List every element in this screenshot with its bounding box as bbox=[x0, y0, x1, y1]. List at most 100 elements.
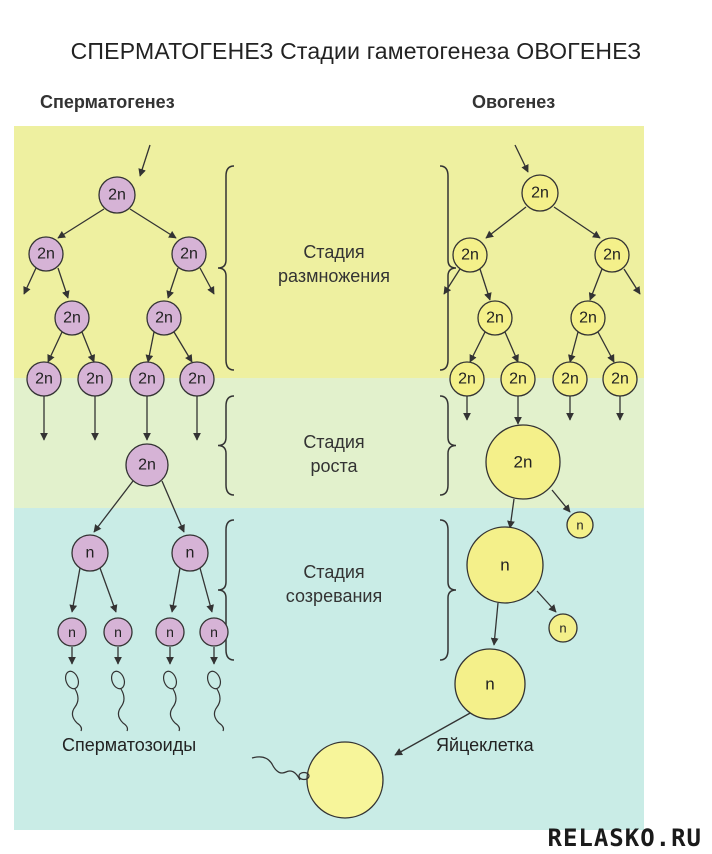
bracket-right-maturation bbox=[439, 519, 457, 661]
sperm-cell-l2b: 2n bbox=[171, 236, 207, 272]
arrow bbox=[443, 268, 461, 295]
sperm-cell-meiosis2d: n bbox=[199, 617, 229, 647]
arrow bbox=[57, 267, 70, 299]
sperm-cell-l4b-circle bbox=[77, 361, 113, 397]
arrow bbox=[469, 331, 486, 363]
oo-cell-l1-label: 2n bbox=[531, 185, 549, 202]
sperm-cell-l4b: 2n bbox=[77, 361, 113, 397]
arrow bbox=[490, 602, 499, 646]
sperm-cell-l3a: 2n bbox=[54, 300, 90, 336]
sperm-cell-l4d: 2n bbox=[179, 361, 215, 397]
oo-cell-egg-circle bbox=[454, 648, 526, 720]
sperm-cell-l3b-circle bbox=[146, 300, 182, 336]
arrow bbox=[553, 206, 601, 239]
oo-cell-l4b: 2n bbox=[500, 361, 536, 397]
oo-cell-l4b-label: 2n bbox=[509, 371, 527, 388]
oo-cell-l3b-label: 2n bbox=[579, 310, 597, 327]
spermatozoon-tail bbox=[117, 688, 129, 732]
arrow bbox=[551, 489, 571, 513]
spermatozoon-4 bbox=[206, 670, 225, 732]
page-title: СПЕРМАТОГЕНЕЗ Стадии гаметогенеза ОВОГЕН… bbox=[70, 38, 642, 64]
sperm-cell-meiosis2c: n bbox=[155, 617, 185, 647]
oo-cell-l3b: 2n bbox=[570, 300, 606, 336]
sperm-cell-l2a: 2n bbox=[28, 236, 64, 272]
sperm-cell-l4c: 2n bbox=[129, 361, 165, 397]
oo-cell-l2a-circle bbox=[452, 237, 488, 273]
oo-cell-growth-circle bbox=[485, 424, 561, 500]
sperm-cell-meiosis1b-label: n bbox=[186, 545, 195, 562]
oo-cell-l4d-label: 2n bbox=[611, 371, 629, 388]
bracket-left-maturation bbox=[217, 519, 235, 661]
oo-cell-l3a: 2n bbox=[477, 300, 513, 336]
sperm-cell-meiosis1a: n bbox=[71, 534, 109, 572]
oo-cell-l2a: 2n bbox=[452, 237, 488, 273]
stage-maturation-line2: созревания bbox=[285, 586, 383, 606]
sperm-label: Сперматозоиды bbox=[62, 735, 197, 755]
watermark: RELASKO.RU bbox=[547, 824, 702, 852]
spermatozoon-tail bbox=[169, 688, 181, 732]
arrow bbox=[93, 480, 134, 533]
sperm-cell-l1-label: 2n bbox=[108, 187, 126, 204]
sperm-cell-meiosis2d-label: n bbox=[210, 624, 218, 640]
sperm-cell-growth-label: 2n bbox=[138, 457, 156, 474]
oo-cell-meiosis1-circle bbox=[466, 526, 544, 604]
sperm-cell-meiosis2b: n bbox=[103, 617, 133, 647]
bracket-left-growth bbox=[217, 395, 235, 496]
oo-cell-l1-circle bbox=[521, 174, 559, 212]
sperm-cell-meiosis1a-circle bbox=[71, 534, 109, 572]
sperm-cell-meiosis2c-label: n bbox=[166, 624, 174, 640]
zygote bbox=[306, 741, 384, 819]
oo-cell-l1: 2n bbox=[521, 174, 559, 212]
sperm-cell-l4a: 2n bbox=[26, 361, 62, 397]
sperm-cell-l4d-circle bbox=[179, 361, 215, 397]
oo-cell-egg: n bbox=[454, 648, 526, 720]
spermatozoon-tail bbox=[213, 688, 225, 732]
stage-maturation-label: Стадия созревания bbox=[234, 560, 434, 608]
oo-cell-l4a: 2n bbox=[449, 361, 485, 397]
oo-cell-l3b-circle bbox=[570, 300, 606, 336]
arrow bbox=[507, 498, 515, 529]
arrow bbox=[129, 208, 177, 239]
oo-cell-meiosis1-label: n bbox=[500, 556, 509, 575]
oo-polar-body-1-circle bbox=[566, 511, 594, 539]
spermatozoon-head bbox=[64, 670, 80, 690]
fertilizing-sperm-head bbox=[298, 771, 310, 781]
spermatozoon-head bbox=[110, 670, 126, 690]
arrow bbox=[81, 331, 96, 363]
oo-cell-l4b-circle bbox=[500, 361, 536, 397]
spermatozoon-3 bbox=[162, 670, 181, 732]
oo-cell-l3a-label: 2n bbox=[486, 310, 504, 327]
oo-polar-body-1-label: n bbox=[576, 518, 583, 533]
oo-polar-body-1: n bbox=[566, 511, 594, 539]
sperm-cell-l4c-circle bbox=[129, 361, 165, 397]
arrow bbox=[588, 268, 603, 301]
arrow bbox=[536, 590, 557, 613]
stage-growth-label: Стадия роста bbox=[234, 430, 434, 478]
sperm-cell-l2b-circle bbox=[171, 236, 207, 272]
arrow bbox=[47, 331, 63, 363]
oo-cell-l4c-circle bbox=[552, 361, 588, 397]
sperm-cell-meiosis2d-circle bbox=[199, 617, 229, 647]
oo-cell-l2b-circle bbox=[594, 237, 630, 273]
stage-maturation-line1: Стадия bbox=[303, 562, 365, 582]
spermatozoon-head bbox=[162, 670, 178, 690]
sperm-cell-l3b-label: 2n bbox=[155, 310, 173, 327]
oo-cell-l4c-label: 2n bbox=[561, 371, 579, 388]
spermatozoon-head bbox=[206, 670, 222, 690]
sperm-cell-meiosis2c-circle bbox=[155, 617, 185, 647]
arrow bbox=[199, 267, 215, 295]
spermatozoon-tail bbox=[71, 688, 83, 732]
sperm-cell-l4c-label: 2n bbox=[138, 371, 156, 388]
arrow bbox=[57, 208, 105, 239]
arrow bbox=[479, 268, 492, 301]
oo-cell-l4c: 2n bbox=[552, 361, 588, 397]
spermatozoon-2 bbox=[110, 670, 129, 732]
stage-multiplication-line1: Стадия bbox=[303, 242, 365, 262]
arrow bbox=[173, 331, 193, 363]
sperm-cell-l4b-label: 2n bbox=[86, 371, 104, 388]
fertilizing-sperm-tail bbox=[251, 756, 301, 781]
arrow bbox=[99, 567, 118, 613]
arrow bbox=[166, 267, 179, 299]
sperm-cell-meiosis2a-circle bbox=[57, 617, 87, 647]
